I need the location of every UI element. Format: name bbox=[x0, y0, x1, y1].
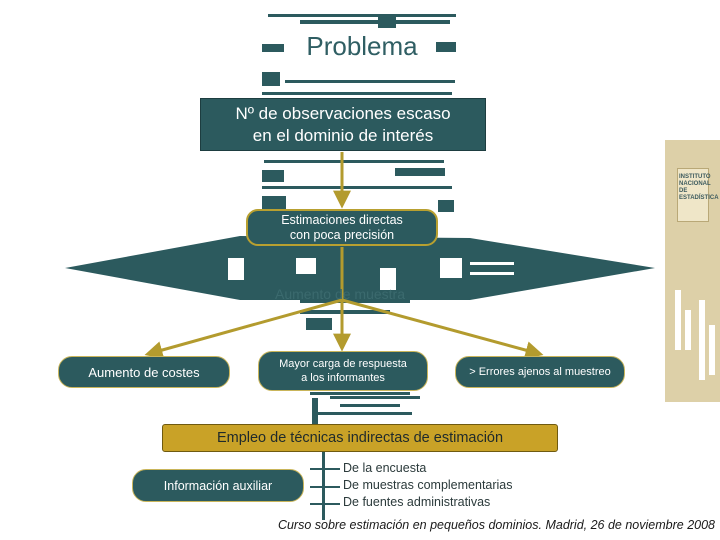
diamond-marks bbox=[228, 258, 514, 290]
sources-list: De la encuesta De muestras complementari… bbox=[343, 460, 563, 511]
ine-logo-text: INSTITUTO NACIONAL DE ESTADÍSTICA bbox=[679, 174, 719, 202]
auxiliary-info-box: Información auxiliar bbox=[132, 469, 304, 502]
errors-box: > Errores ajenos al muestreo bbox=[455, 356, 625, 388]
logo-decor-mark bbox=[699, 300, 705, 380]
ine-logo-panel: INSTITUTO NACIONAL DE ESTADÍSTICA bbox=[665, 140, 720, 402]
estimates-line-2: con poca precisión bbox=[289, 227, 395, 242]
logo-decor-mark bbox=[685, 310, 691, 350]
indirect-techniques-box: Empleo de técnicas indirectas de estimac… bbox=[162, 424, 558, 452]
estimates-line-1: Estimaciones directas bbox=[281, 212, 403, 227]
burden-line-1: Mayor carga de respuesta bbox=[279, 358, 407, 370]
top-decoration bbox=[262, 14, 456, 212]
diamond-band bbox=[65, 236, 655, 300]
logo-decor-mark bbox=[675, 290, 681, 350]
arrow-to-costes bbox=[144, 298, 343, 359]
problem-line-1: Nº de observaciones escaso bbox=[235, 103, 451, 123]
sample-increase-label: Aumento de muestra bbox=[275, 286, 405, 302]
estimates-box: Estimaciones directas con poca precisión bbox=[246, 209, 438, 246]
costs-box: Aumento de costes bbox=[58, 356, 230, 388]
problem-line-2: en el dominio de interés bbox=[252, 125, 434, 145]
problem-box: Nº de observaciones escaso en el dominio… bbox=[200, 98, 486, 151]
middle-decoration bbox=[300, 300, 420, 424]
page-title: Problema bbox=[306, 30, 418, 61]
source-item: De la encuesta bbox=[343, 461, 427, 475]
source-item: De muestras complementarias bbox=[343, 478, 513, 492]
burden-line-2: a los informantes bbox=[301, 372, 385, 384]
arrows bbox=[144, 152, 544, 359]
arrow-to-errores bbox=[341, 298, 544, 359]
burden-box: Mayor carga de respuesta a los informant… bbox=[258, 351, 428, 391]
ine-logo bbox=[677, 168, 709, 222]
footer-caption: Curso sobre estimación en pequeños domin… bbox=[277, 518, 715, 532]
logo-decor-mark bbox=[709, 325, 715, 375]
ine-logo-line-2: ESTADÍSTICA bbox=[679, 195, 719, 201]
sources-bracket bbox=[310, 452, 340, 520]
ine-logo-line-1: INSTITUTO NACIONAL DE bbox=[679, 174, 711, 194]
source-item: De fuentes administrativas bbox=[343, 495, 491, 509]
